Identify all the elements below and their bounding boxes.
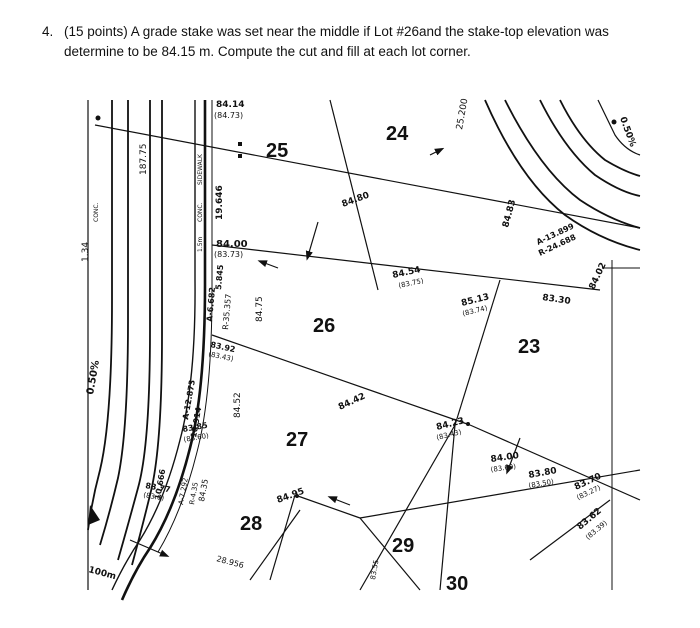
slope-right: 0.50% <box>617 116 637 149</box>
lot-26: 26 <box>313 315 335 337</box>
dim-25200: 25.200 <box>455 98 470 131</box>
lot-29: 29 <box>392 535 414 557</box>
dim-28956: 28.956 <box>215 554 244 570</box>
elev-8400: 84.00 <box>216 239 248 250</box>
dim-18775: 187.75 <box>139 144 149 176</box>
elev-8400-orig: (83.73) <box>214 250 243 259</box>
elev-8483: 84.83 <box>501 199 518 229</box>
question-block: 4. (15 points) A grade stake was set nea… <box>42 22 662 62</box>
elev-8414-orig: (84.73) <box>214 111 243 120</box>
arc-r35357: R-35.357 <box>221 293 233 330</box>
elev-8414: 84.14 <box>216 100 244 110</box>
lot-numbers: 25 24 26 23 27 28 29 30 <box>240 123 540 595</box>
curb-lines-right <box>484 99 641 590</box>
arc-a6682: A-6.682 <box>205 287 217 322</box>
question-line-1: (15 points) A grade stake was set near t… <box>64 24 609 39</box>
elev-8330: 83.30 <box>542 293 572 307</box>
label-conc: CONC. <box>197 202 204 222</box>
question-text: (15 points) A grade stake was set near t… <box>64 22 662 62</box>
elev-8442: 84.42 <box>337 392 367 413</box>
elev-8480: 84.80 <box>341 191 371 210</box>
curb-lines-left <box>87 100 213 601</box>
label-conc-2: CONC. <box>93 202 100 222</box>
dim-100m: 100m <box>87 565 117 582</box>
elev-8400r-orig: (83.60) <box>490 462 517 474</box>
question-line-2: determine to be 84.15 m. Compute the cut… <box>64 44 471 59</box>
arc-5845: 5.845 <box>214 264 225 290</box>
elev-8377-orig: (83.6) <box>143 491 165 503</box>
dim-19646: 19.646 <box>215 185 225 220</box>
elev-8475: 84.75 <box>255 296 265 322</box>
lot-28: 28 <box>240 513 262 535</box>
question-number: 4. <box>42 24 54 39</box>
elev-8380: 83.80 <box>528 466 558 481</box>
dimension-labels: 187.75 19.646 SIDEWALK CONC. CONC. 1.5m … <box>81 98 637 583</box>
elev-8495: 84.95 <box>276 487 306 506</box>
lot-23: 23 <box>518 336 540 358</box>
drainage-arrows <box>129 147 521 557</box>
elev-8355: 83.55 <box>369 559 380 580</box>
label-sidewalk: SIDEWALK <box>197 153 204 185</box>
dim-134: 1.34 <box>81 242 91 262</box>
label-1-5m: 1.5m <box>197 236 204 252</box>
lot-25: 25 <box>266 140 288 162</box>
elev-8400r: 84.00 <box>490 451 520 465</box>
lot-30: 30 <box>446 573 468 595</box>
arc-r435: R-4.35 <box>188 482 200 506</box>
elev-8377: 83.77 <box>145 481 171 494</box>
elev-8385: 83.85 <box>182 421 209 434</box>
lot-24: 24 <box>386 123 409 145</box>
stake-markers <box>88 115 617 525</box>
lot-27: 27 <box>286 429 308 451</box>
elev-8435: 84.35 <box>197 478 210 502</box>
elev-8402: 84.02 <box>588 261 609 291</box>
lot-lines <box>94 99 641 591</box>
elev-8452: 84.52 <box>233 392 243 418</box>
